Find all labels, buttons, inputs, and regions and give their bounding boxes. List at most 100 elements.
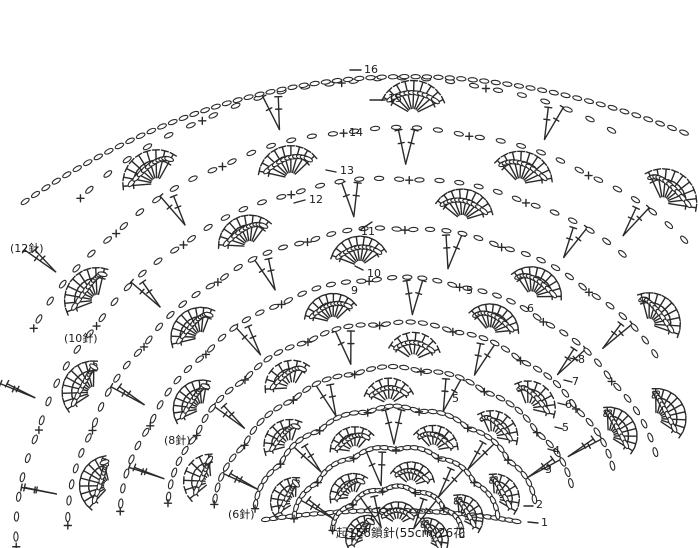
double-crochet-bar xyxy=(174,205,182,209)
double-crochet xyxy=(329,383,337,417)
chain-stitch xyxy=(532,365,543,373)
double-crochet xyxy=(363,242,380,263)
double-crochet-bar xyxy=(79,371,86,376)
chain-stitch xyxy=(72,463,79,474)
double-crochet-top xyxy=(370,494,379,498)
double-crochet-top xyxy=(81,497,87,506)
double-crochet-bar xyxy=(364,505,371,511)
double-crochet-top xyxy=(469,496,477,503)
chain-stitch xyxy=(181,445,189,456)
double-crochet-bar xyxy=(75,374,81,380)
double-crochet-top xyxy=(503,307,511,313)
double-crochet-top xyxy=(329,444,332,453)
double-crochet-top xyxy=(402,381,409,387)
double-crochet-top xyxy=(305,304,311,313)
double-crochet xyxy=(658,392,672,415)
double-crochet xyxy=(467,441,484,470)
chain-stitch xyxy=(327,131,339,137)
chain-stitch xyxy=(187,234,196,243)
chain-stitch xyxy=(167,118,178,126)
double-crochet-bar xyxy=(473,450,481,455)
double-crochet xyxy=(78,272,95,296)
chain-stitch xyxy=(479,78,490,84)
double-crochet-top xyxy=(61,397,66,406)
double-crochet-bar xyxy=(432,524,439,530)
chain-stitch xyxy=(549,209,560,216)
double-crochet-top xyxy=(359,426,368,431)
double-crochet-top xyxy=(68,367,75,374)
chain-stitch xyxy=(465,378,475,386)
stitch-count-6: (6針) xyxy=(228,507,255,521)
double-crochet-top xyxy=(511,419,517,427)
double-crochet xyxy=(473,342,496,376)
chain-stitch xyxy=(340,411,351,418)
double-crochet-top xyxy=(187,380,196,385)
chain-stitch xyxy=(83,159,93,167)
double-crochet-top xyxy=(671,169,680,174)
double-crochet-top xyxy=(188,459,195,466)
double-crochet xyxy=(365,451,382,487)
double-crochet xyxy=(413,498,425,530)
double-crochet xyxy=(267,258,276,291)
chain-stitch xyxy=(519,304,529,313)
double-crochet-top xyxy=(393,377,402,382)
chain-stitch xyxy=(492,188,503,195)
double-crochet xyxy=(71,278,94,297)
double-crochet-bar xyxy=(566,237,574,241)
chain-stitch xyxy=(343,323,354,330)
double-crochet xyxy=(415,85,432,110)
chain-stitch xyxy=(178,300,188,309)
chain-stitch xyxy=(277,244,289,251)
double-crochet-top xyxy=(368,236,376,242)
double-crochet-top xyxy=(345,542,350,548)
double-crochet-bar xyxy=(537,391,544,397)
double-crochet-top xyxy=(674,394,681,402)
chain-stitch xyxy=(442,326,452,333)
chain-stitch xyxy=(473,234,484,242)
inner-label-5a: 5 xyxy=(466,284,473,297)
double-crochet-bar xyxy=(440,538,443,546)
double-crochet-bar xyxy=(33,486,36,494)
double-crochet xyxy=(373,495,382,528)
double-crochet-top xyxy=(508,150,517,154)
double-crochet xyxy=(531,387,547,405)
double-crochet-top xyxy=(395,462,404,468)
chain-stitch xyxy=(203,223,213,231)
double-crochet-top xyxy=(517,266,526,271)
chain-stitch xyxy=(58,279,67,289)
double-crochet-top xyxy=(661,294,669,301)
chain-stitch xyxy=(548,89,559,96)
double-crochet-top xyxy=(503,413,511,420)
chain-stitch xyxy=(164,387,172,397)
double-crochet-top xyxy=(541,267,549,273)
chain-stitch xyxy=(564,272,574,281)
chain-stitch xyxy=(134,440,142,451)
double-crochet-top xyxy=(634,424,638,433)
chain-stitch xyxy=(652,447,659,458)
chain-stitch xyxy=(257,199,267,206)
double-crochet-bar xyxy=(121,390,126,397)
double-crochet-bar xyxy=(502,482,509,488)
double-crochet xyxy=(61,391,89,395)
double-crochet-top xyxy=(83,267,92,272)
chain-stitch xyxy=(427,408,438,415)
chain-stitch xyxy=(290,423,301,430)
chain-stitch xyxy=(506,298,516,305)
double-crochet-top xyxy=(427,517,436,521)
double-crochet-top xyxy=(303,311,307,320)
double-crochet xyxy=(602,323,622,349)
double-crochet-bar xyxy=(442,477,450,482)
chain-stitch xyxy=(630,323,639,332)
chain-stitch xyxy=(294,240,305,247)
double-crochet-bar xyxy=(281,486,288,492)
double-crochet-top xyxy=(409,505,417,512)
double-crochet-top xyxy=(419,425,428,430)
chain-stitch xyxy=(606,126,617,134)
double-crochet-top xyxy=(359,514,369,518)
chain-stitch xyxy=(576,409,586,418)
chain-stitch xyxy=(320,79,331,85)
chain-stitch xyxy=(149,413,157,424)
chain-stitch xyxy=(574,166,584,174)
chain-stitch xyxy=(640,418,648,429)
chain-stitch xyxy=(680,235,689,244)
